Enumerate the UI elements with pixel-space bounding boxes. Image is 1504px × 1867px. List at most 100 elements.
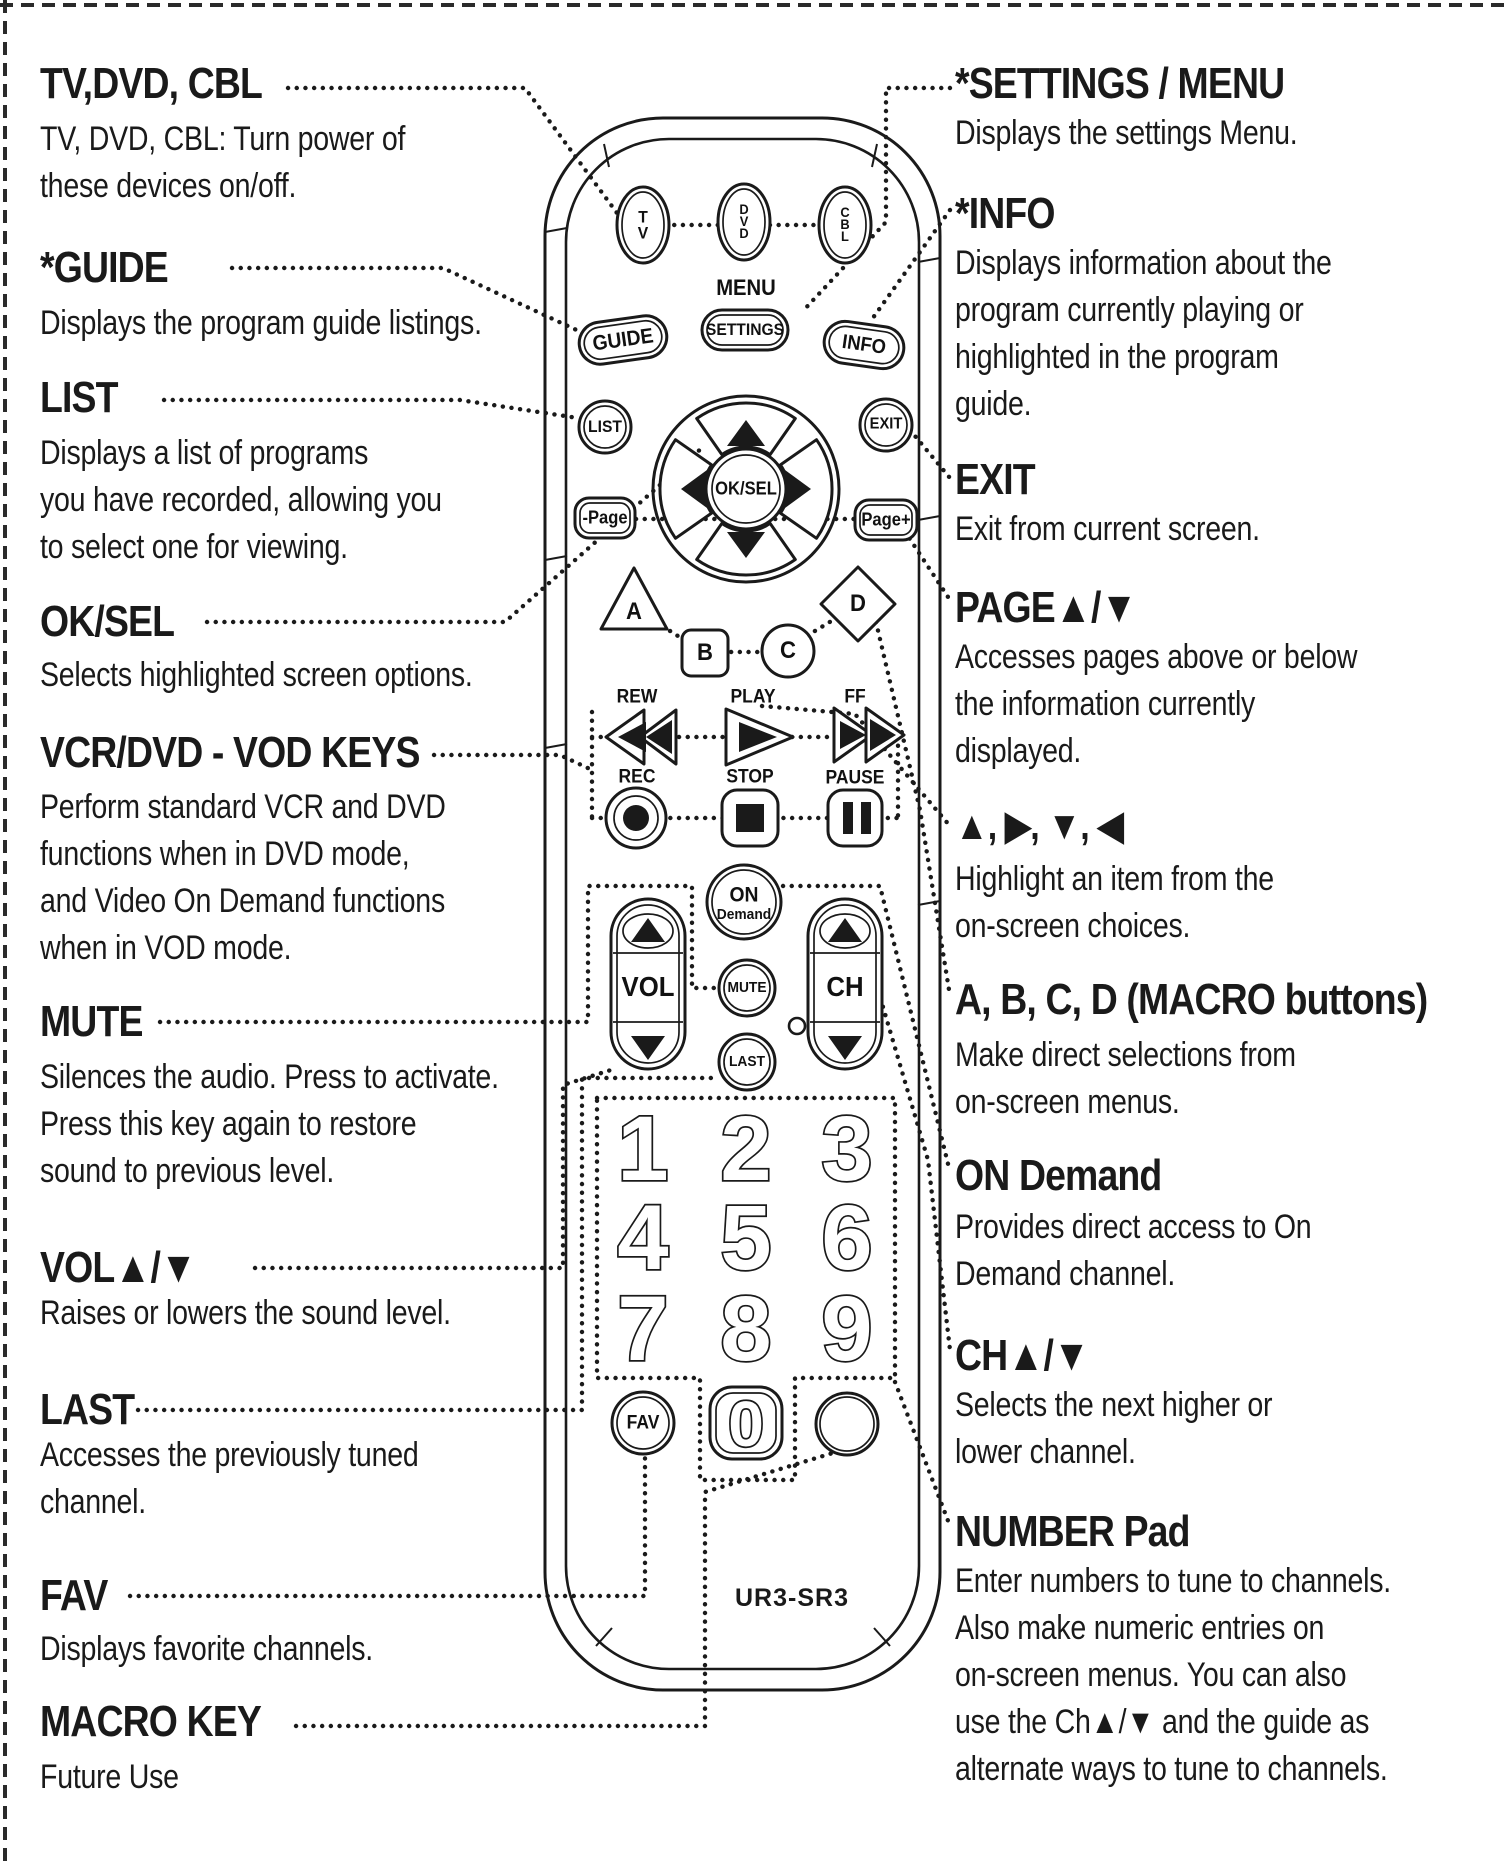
callout-list-body: Displays a list of programs you have rec… <box>40 434 442 566</box>
callout-arrow-keys-heading: ▲, ▶, ▼, ◀ <box>955 804 1124 848</box>
ch-down-icon <box>828 1036 862 1060</box>
remote-buttons: 1 2 3 4 5 6 7 8 9 0 UR3-SR3 <box>573 182 919 1612</box>
digit-6: 6 <box>821 1187 872 1289</box>
callout-last-body: Accesses the previously tuned channel. <box>40 1436 419 1521</box>
leader-settings <box>799 85 953 315</box>
pause-button <box>826 788 884 848</box>
rew-label: REW <box>616 686 658 708</box>
leader-abcd <box>873 619 953 999</box>
callout-ch-body: Selects the next higher or lower channel… <box>955 1386 1273 1471</box>
callout-mute-heading: MUTE <box>40 997 143 1046</box>
last-button <box>717 1032 777 1092</box>
callout-page-body: Accesses pages above or below the inform… <box>955 638 1358 770</box>
zero-button: 0 <box>708 1385 784 1462</box>
down-arrow-icon <box>727 532 765 558</box>
callout-mute-body: Silences the audio. Press to activate. P… <box>40 1058 499 1190</box>
dvd-button-label: D V D <box>739 201 749 241</box>
leader-lines <box>127 85 953 1729</box>
callout-fav-body: Displays favorite channels. <box>40 1630 373 1668</box>
callout-guide-heading: *GUIDE <box>40 243 169 292</box>
leader-exit <box>907 427 953 481</box>
guide-button <box>577 314 669 366</box>
mute-button <box>717 958 777 1018</box>
ir-led-dot <box>787 1016 807 1036</box>
page-plus-button <box>853 498 919 542</box>
callout-on-demand-heading: ON Demand <box>955 1151 1162 1200</box>
tv-button <box>615 185 671 265</box>
direction-pad <box>651 394 841 584</box>
callout-info-heading: *INFO <box>955 189 1056 238</box>
macro-a-label: A <box>626 597 642 625</box>
up-arrow-icon <box>727 420 765 446</box>
vcr-keys-dashed-loop <box>589 709 901 821</box>
macro-a-button <box>599 566 669 631</box>
leader-number-pad <box>892 1379 953 1529</box>
callout-last-heading: LAST <box>40 1385 135 1434</box>
ff-label: FF <box>844 686 866 708</box>
leader-last <box>135 1075 718 1413</box>
callout-vcr-body: Perform standard VCR and DVD functions w… <box>40 788 446 967</box>
page-minus-label: -Page <box>582 507 628 528</box>
leader-vol <box>252 1067 614 1271</box>
leader-list <box>161 397 581 421</box>
cbl-button-label: C B L <box>840 204 850 244</box>
callout-number-pad-heading: NUMBER Pad <box>955 1507 1190 1556</box>
callout-ch-heading: CH▲/▼ <box>955 1331 1090 1380</box>
callout-tv-dvd-cbl-body: TV, DVD, CBL: Turn power of these device… <box>40 120 406 205</box>
callout-ok-sel-body: Selects highlighted screen options. <box>40 656 473 694</box>
ok-sel-button <box>704 447 788 531</box>
page-plus-label: Page+ <box>861 509 911 530</box>
last-button-label: LAST <box>728 1053 766 1071</box>
macro-c-label: C <box>780 636 796 664</box>
exit-button <box>858 397 914 453</box>
digit-0: 0 <box>728 1388 764 1460</box>
cbl-button <box>817 185 873 265</box>
callout-arrow-keys-body: Highlight an item from the on-screen cho… <box>955 860 1274 945</box>
callout-abcd-body: Make direct selections from on-screen me… <box>955 1036 1296 1121</box>
ch-up-icon <box>828 918 862 942</box>
digit-4: 4 <box>617 1187 668 1289</box>
number-pad-dashed-box <box>594 1095 898 1483</box>
digit-5: 5 <box>720 1187 771 1289</box>
callout-macro-body: Future Use <box>40 1758 179 1796</box>
list-button-label: LIST <box>588 417 622 437</box>
play-button <box>724 707 795 767</box>
macro-d-button <box>819 565 897 643</box>
callout-list-heading: LIST <box>40 373 118 422</box>
callout-info-body: Displays information about the program c… <box>955 244 1332 423</box>
leader-guide <box>229 265 586 336</box>
digit-3: 3 <box>821 1098 872 1200</box>
digit-1: 1 <box>617 1098 668 1200</box>
vol-rocker <box>609 897 687 1071</box>
on-demand-button <box>705 863 783 941</box>
leader-fav <box>127 1453 648 1599</box>
leader-tv-dvd-cbl <box>285 85 620 216</box>
leader-on-demand <box>780 883 953 1175</box>
fav-button <box>610 1390 676 1456</box>
number-pad: 1 2 3 4 5 6 7 8 9 <box>616 1096 875 1381</box>
vol-down-icon <box>631 1036 665 1060</box>
digit-8: 8 <box>720 1278 771 1380</box>
leader-info <box>867 207 953 325</box>
info-button <box>822 319 906 371</box>
menu-label: MENU <box>716 274 776 300</box>
settings-button <box>700 308 790 352</box>
leader-ok-sel <box>204 444 706 625</box>
macro-b-label: B <box>697 638 713 666</box>
ok-sel-button-label: OK/SEL <box>715 478 777 499</box>
pause-label: PAUSE <box>825 767 885 789</box>
fav-button-label: FAV <box>626 1412 660 1434</box>
callout-settings-heading: *SETTINGS / MENU <box>955 59 1285 108</box>
ch-rocker <box>806 897 884 1071</box>
callout-vol-body: Raises or lowers the sound level. <box>40 1294 451 1332</box>
callout-vol-heading: VOL▲/▼ <box>40 1243 197 1292</box>
play-label: PLAY <box>730 686 776 708</box>
dvd-button <box>716 182 772 262</box>
leader-ch <box>875 987 953 1353</box>
leader-page <box>897 521 953 603</box>
leader-arrow-keys <box>759 703 953 829</box>
callout-settings-body: Displays the settings Menu. <box>955 114 1298 152</box>
right-arrow-icon <box>785 470 811 508</box>
macro-c-button <box>760 623 816 679</box>
info-button-label: INFO <box>840 330 888 359</box>
